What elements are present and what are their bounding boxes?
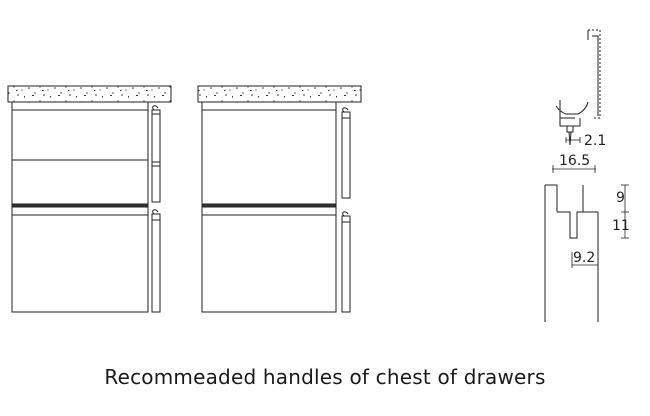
carcass-middle: [201, 101, 337, 313]
countertop-left: [7, 85, 172, 103]
dimension-lines: [552, 137, 629, 268]
dim-label-11: 11: [612, 218, 630, 234]
dim-label-2-1: 2.1: [584, 133, 606, 149]
handle-profile-left: [151, 105, 161, 313]
handle-detail-section: [544, 184, 599, 322]
dim-label-9: 9: [616, 190, 625, 206]
handle-detail-top: [555, 29, 601, 146]
chest-left: [7, 85, 172, 313]
caption: Recommeaded handles of chest of drawers: [104, 365, 546, 389]
dim-label-9-2: 9.2: [573, 250, 595, 266]
countertop-middle: [197, 85, 362, 103]
carcass-left: [11, 101, 149, 313]
chest-middle: [197, 85, 362, 313]
handle-profile-middle: [341, 107, 351, 313]
dim-label-16-5: 16.5: [559, 153, 590, 169]
